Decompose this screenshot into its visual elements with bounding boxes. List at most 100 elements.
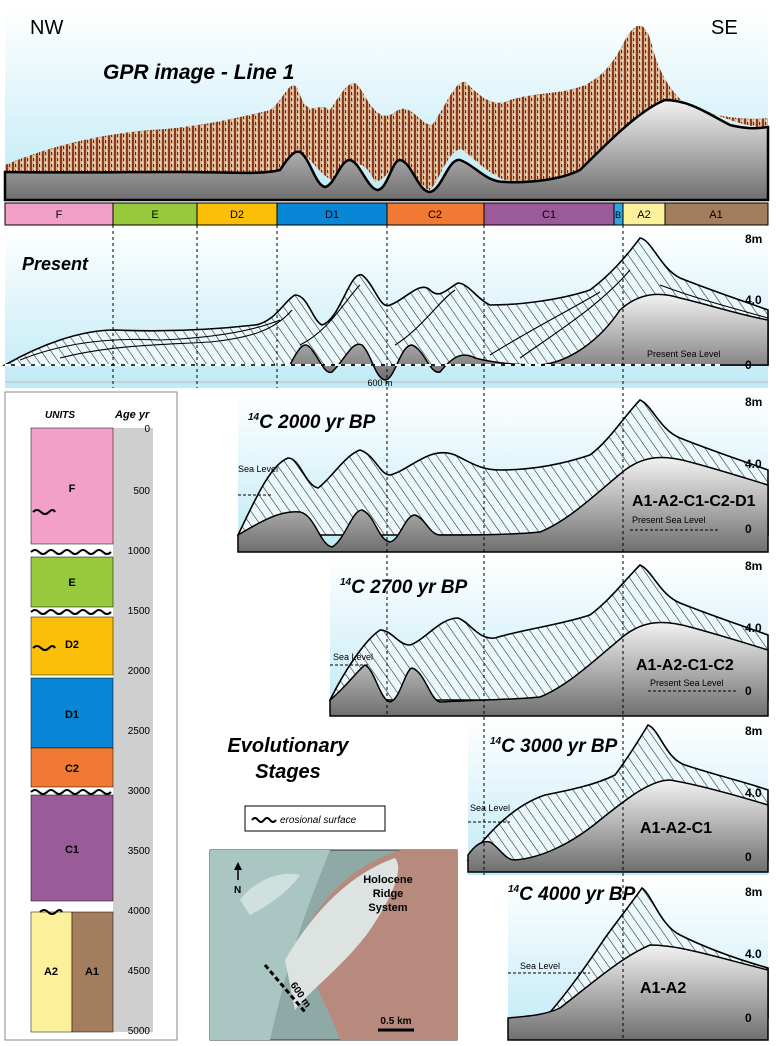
map-label-line3: System xyxy=(368,902,407,914)
svg-text:1000: 1000 xyxy=(128,546,151,557)
map-label-line2: Ridge xyxy=(373,888,404,900)
stage-2000-axis-4: 4.0 xyxy=(745,457,762,471)
stage-2700-sea-level: Sea Level xyxy=(333,652,373,662)
present-title: Present xyxy=(22,254,89,274)
map-label-line1: Holocene xyxy=(363,874,413,886)
svg-text:A1: A1 xyxy=(85,966,99,978)
svg-text:D1: D1 xyxy=(65,709,79,721)
svg-text:B: B xyxy=(615,210,621,220)
svg-text:3500: 3500 xyxy=(128,846,151,857)
unit-strip-e: E xyxy=(112,202,198,226)
column-unit-d2: D2 xyxy=(30,616,114,676)
column-unit-a1: A1 xyxy=(71,911,114,1033)
column-units-header: UNITS xyxy=(45,410,75,421)
column-erosional-surfaces xyxy=(30,509,112,915)
unit-strip-c2: C2 xyxy=(386,202,485,226)
present-deposits xyxy=(1,237,769,366)
svg-text:E: E xyxy=(68,577,75,589)
stage-2000-present-sea-level: Present Sea Level xyxy=(632,515,706,525)
gpr-panel: NW SE GPR image - Line 1 xyxy=(3,10,770,202)
svg-text:1500: 1500 xyxy=(128,606,151,617)
stage-4000-title: 14C 4000 yr BP xyxy=(508,884,636,905)
column-unit-c2: C2 xyxy=(30,747,114,788)
legend-label: erosional surface xyxy=(280,815,357,826)
stage-3000-sea-level: Sea Level xyxy=(470,803,510,813)
stage-3000-units: A1-A2-C1 xyxy=(640,820,712,837)
present-section: Present Present Sea Level 600 m 8m 4.0 0 xyxy=(1,228,769,388)
column-unit-a2: A2 xyxy=(30,911,73,1033)
map-scale: 0.5 km xyxy=(380,1016,411,1027)
unit-strip-a1: A1 xyxy=(664,202,769,226)
stage-2700-title: 14C 2700 yr BP xyxy=(340,577,468,598)
present-scale-label: 600 m xyxy=(367,378,392,388)
evolutionary-title-line1: Evolutionary xyxy=(227,735,349,757)
stage-2000: 14C 2000 yr BP Sea Level Present Sea Lev… xyxy=(236,392,769,553)
column-age-ticks: 0 500 1000 1500 2000 2500 3000 3500 4000… xyxy=(128,424,151,1037)
svg-text:2500: 2500 xyxy=(128,726,151,737)
present-axis-8m: 8m xyxy=(745,232,762,246)
stage-3000-axis-0: 0 xyxy=(745,850,752,864)
column-unit-d1: D1 xyxy=(30,677,114,749)
transect-line xyxy=(263,964,307,1013)
stage-4000-units: A1-A2 xyxy=(640,980,686,997)
svg-text:A2: A2 xyxy=(637,209,650,221)
unit-strip-b: B xyxy=(613,202,624,226)
stage-2700: 14C 2700 yr BP Sea Level Present Sea Lev… xyxy=(328,556,769,717)
unit-strip-a2: A2 xyxy=(622,202,666,226)
stage-2700-axis-8m: 8m xyxy=(745,559,762,573)
stage-2000-axis-8m: 8m xyxy=(745,395,762,409)
unit-strip-d2: D2 xyxy=(196,202,278,226)
map-north: N xyxy=(234,885,241,896)
stage-3000-title: 14C 3000 yr BP xyxy=(490,736,618,757)
column-unit-f: F xyxy=(30,427,114,545)
stage-3000-axis-8m: 8m xyxy=(745,724,762,738)
satellite-map: N Holocene Ridge System 600 m 0.5 km xyxy=(209,849,458,1041)
stage-2700-present-sea-level: Present Sea Level xyxy=(650,678,724,688)
column-age-header: Age yr xyxy=(114,409,150,421)
unit-strip: F E D2 D1 C2 C1 B A2 A1 xyxy=(4,202,769,226)
svg-text:F: F xyxy=(56,209,63,221)
column-unit-c1: C1 xyxy=(30,794,114,902)
unit-strip-c1: C1 xyxy=(483,202,615,226)
svg-text:2000: 2000 xyxy=(128,666,151,677)
svg-text:C2: C2 xyxy=(428,209,442,221)
present-axis-0: 0 xyxy=(745,358,752,372)
svg-text:4500: 4500 xyxy=(128,966,151,977)
unit-boundary-guides xyxy=(112,225,624,1040)
svg-text:0: 0 xyxy=(144,424,150,435)
stage-2700-axis-4: 4.0 xyxy=(745,621,762,635)
svg-text:E: E xyxy=(151,209,158,221)
present-axis-4: 4.0 xyxy=(745,293,762,307)
compass-nw: NW xyxy=(30,17,63,39)
stage-3000: 14C 3000 yr BP Sea Level A1-A2-C1 8m 4.0… xyxy=(466,720,769,875)
wavy-line-icon xyxy=(251,817,277,823)
stage-4000-axis-8m: 8m xyxy=(745,885,762,899)
age-column: UNITS Age yr F E D2 D1 C2 C1 A2 A1 0 500… xyxy=(4,391,178,1041)
svg-text:C2: C2 xyxy=(65,763,79,775)
gpr-radar-image xyxy=(5,25,768,191)
svg-text:C1: C1 xyxy=(542,209,556,221)
svg-text:A1: A1 xyxy=(709,209,722,221)
stage-3000-axis-4: 4.0 xyxy=(745,786,762,800)
evolutionary-title-line2: Stages xyxy=(255,761,321,783)
stage-2700-basement xyxy=(329,621,769,717)
svg-text:500: 500 xyxy=(133,486,150,497)
svg-text:C1: C1 xyxy=(65,844,79,856)
present-bedding-lines xyxy=(19,269,769,361)
svg-text:D1: D1 xyxy=(325,209,339,221)
compass-se: SE xyxy=(711,17,738,39)
stage-4000: 14C 4000 yr BP Sea Level A1-A2 8m 4.0 0 xyxy=(507,880,769,1041)
svg-text:3000: 3000 xyxy=(128,786,151,797)
stage-4000-axis-0: 0 xyxy=(745,1011,752,1025)
gpr-title: GPR image - Line 1 xyxy=(103,61,294,84)
stage-3000-basement xyxy=(467,779,769,873)
gpr-basement xyxy=(3,98,770,202)
stage-2700-axis-0: 0 xyxy=(745,684,752,698)
stage-2000-title: 14C 2000 yr BP xyxy=(248,412,376,433)
stage-2000-axis-0: 0 xyxy=(745,522,752,536)
present-basement xyxy=(288,293,769,381)
svg-text:D2: D2 xyxy=(65,639,79,651)
svg-text:F: F xyxy=(69,483,76,495)
stage-4000-basement xyxy=(507,944,769,1041)
